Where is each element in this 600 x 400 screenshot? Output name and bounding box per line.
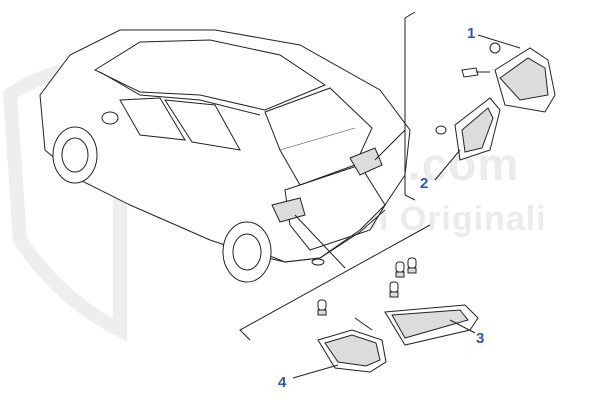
callout-4: 4 [278, 374, 287, 391]
callout-3-leader [449, 319, 476, 334]
nut-top [489, 42, 501, 54]
rear-wheel-rim [232, 233, 262, 271]
side-window-front [119, 97, 186, 141]
part-1-lens [499, 57, 549, 101]
bolt [461, 67, 479, 78]
front-wheel [52, 126, 98, 184]
window-line [279, 127, 356, 151]
car-taillamp-right [349, 147, 383, 176]
bracket-upper [404, 11, 416, 201]
callout-1-leader [477, 34, 521, 49]
callout-4-leader [292, 364, 339, 379]
car-illustration [39, 29, 411, 283]
side-window-rear [164, 99, 241, 151]
part-2-lens [461, 107, 494, 153]
callout-2: 2 [420, 175, 428, 192]
exhaust [311, 258, 325, 266]
callout-1: 1 [467, 25, 475, 42]
leader-lower [294, 214, 346, 269]
side-mirror [101, 111, 119, 125]
callouts: 1 2 3 4 [278, 25, 521, 391]
bulb-4 [317, 299, 327, 316]
part-4-lens [324, 334, 381, 367]
lower-parts-group [317, 257, 479, 373]
rear-bumper [254, 209, 386, 263]
leader-upper [374, 129, 406, 161]
car-roof [93, 39, 327, 111]
bulb-3 [389, 281, 399, 298]
washer [435, 125, 447, 135]
callout-2-leader [434, 149, 461, 181]
bulb-2 [407, 257, 417, 274]
roof-edge [99, 71, 261, 116]
car-taillamp-left [271, 197, 306, 223]
leader-lines [239, 11, 431, 341]
part-4-clip [354, 317, 373, 331]
upper-parts-group [435, 42, 556, 161]
bulb-1 [395, 261, 405, 278]
bracket-lower [239, 224, 431, 341]
rear-wheel [222, 221, 272, 283]
front-wheel-rim [61, 137, 89, 173]
watermark-shield [2, 60, 127, 342]
part-3-lens [391, 309, 469, 339]
callout-3: 3 [476, 330, 484, 347]
